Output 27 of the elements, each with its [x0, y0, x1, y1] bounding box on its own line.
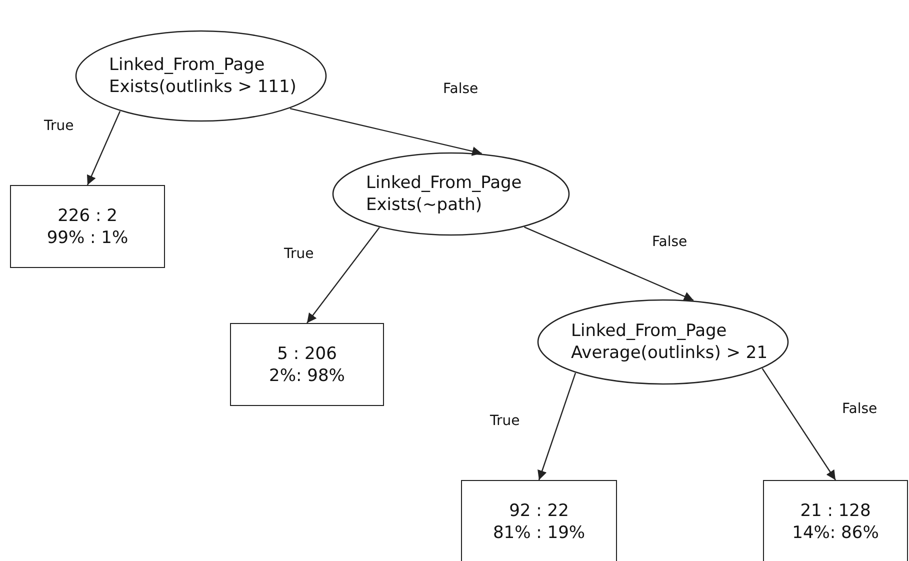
class-counts: 92 : 22: [509, 500, 569, 522]
leaf-box: [230, 323, 384, 406]
decision-ellipse: [332, 152, 570, 236]
node-heading: Linked_From_Page: [109, 54, 265, 76]
node-heading: Linked_From_Page: [366, 172, 522, 194]
class-counts: 21 : 128: [800, 500, 871, 522]
leaf-box: [10, 185, 165, 268]
decision-ellipse: [75, 30, 327, 122]
split-condition: Exists(outlinks > 111): [109, 76, 296, 98]
class-percentages: 14%: 86%: [792, 522, 879, 544]
class-counts: 5 : 206: [277, 342, 337, 364]
arrow: [306, 227, 380, 324]
class-percentages: 2%: 98%: [269, 364, 345, 386]
arrow: [290, 108, 482, 156]
leaf-box: [461, 480, 617, 561]
node-heading: Linked_From_Page: [571, 320, 727, 342]
arrow: [762, 368, 836, 480]
arrow: [86, 111, 121, 186]
split-condition: Average(outlinks) > 21: [571, 342, 768, 364]
split-condition: Exists(~path): [366, 194, 482, 216]
decision-ellipse: [537, 299, 789, 385]
class-counts: 226 : 2: [58, 204, 118, 226]
arrow: [524, 226, 694, 301]
class-percentages: 99% : 1%: [46, 226, 128, 248]
leaf-box: [763, 480, 908, 561]
arrow: [538, 372, 576, 480]
class-percentages: 81% : 19%: [492, 522, 586, 544]
